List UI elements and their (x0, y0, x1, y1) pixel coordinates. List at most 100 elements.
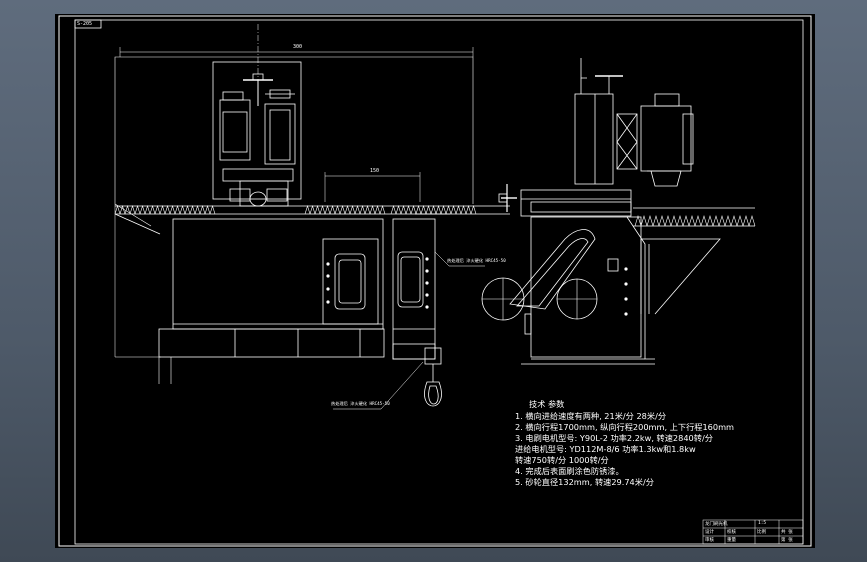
rack-tooth (114, 204, 121, 215)
title-block-cell-2: 校核 (727, 530, 736, 535)
rack-tooth (420, 204, 427, 215)
rack-tooth (174, 204, 181, 215)
callout-lower-tag: 热处理后 淬火硬化 HRC45-50 (331, 401, 390, 406)
technical-line-4: 进给电机型号: YD112M-8/6 功率1.3kw和1.8kw (515, 444, 696, 454)
side-view (481, 58, 755, 365)
rack-tooth (658, 214, 666, 227)
rack-tooth (189, 204, 196, 215)
rack-tooth (194, 204, 201, 215)
rack-tooth (314, 204, 321, 215)
rack-tooth (124, 204, 131, 215)
rack-tooth (199, 204, 206, 215)
rack-tooth (724, 214, 732, 227)
title-block-scale: 1:5 (758, 521, 767, 526)
sheet-outer-border (58, 15, 812, 547)
rack-tooth (640, 214, 648, 227)
technical-line-2: 2. 横向行程1700mm, 纵向行程200mm, 上下行程160mm (515, 422, 735, 432)
technical-line-3: 3. 电刷电机型号: Y90L-2 功率2.2kw, 转速2840转/分 (515, 433, 713, 443)
rack-tooth (440, 204, 447, 215)
rack-tooth (706, 214, 714, 227)
dimension-span: 150 (370, 168, 380, 174)
rack-tooth (354, 204, 361, 215)
rack-tooth (390, 204, 397, 215)
rack-tooth (164, 204, 171, 215)
rack-tooth (339, 204, 346, 215)
rack-tooth (134, 204, 141, 215)
rack-tooth (652, 214, 660, 227)
rack-tooth (154, 204, 161, 215)
rack-tooth (369, 204, 376, 215)
rack-tooth (395, 204, 402, 215)
title-block-name: 龙门刷光机 (705, 522, 728, 527)
rack-tooth (682, 214, 690, 227)
rack-tooth (309, 204, 316, 215)
rack-tooth (304, 204, 311, 215)
rack-tooth (184, 204, 191, 215)
rack-tooth (149, 204, 156, 215)
title-block-cell-5: 重量 (727, 538, 736, 543)
cad-drawing (58, 15, 812, 547)
rack-tooth (324, 204, 331, 215)
sheet-code-box (74, 19, 102, 29)
title-block-cell-3: 审核 (705, 538, 714, 543)
rack-tooth (712, 214, 720, 227)
rack-tooth (179, 204, 186, 215)
rack-tooth (159, 204, 166, 215)
title-block-lines (702, 519, 804, 545)
rack-tooth (204, 204, 211, 215)
rack-tooth (405, 204, 412, 215)
rack-tooth (129, 204, 136, 215)
title-block-cell-4: 比例 (757, 530, 766, 535)
sheet-code: S-205 (77, 21, 93, 27)
rack-tooth (736, 214, 744, 227)
rack-tooth (646, 214, 654, 227)
technical-line-5: 转速750转/分 1000转/分 (515, 455, 609, 465)
technical-heading: 技术 参数 (529, 399, 565, 409)
rack-tooth (748, 214, 756, 227)
rack-tooth (415, 204, 422, 215)
rack-tooth (400, 204, 407, 215)
rack-tooth (119, 204, 126, 215)
rack-tooth (359, 204, 366, 215)
rack-tooth (329, 204, 336, 215)
rack-tooth (465, 204, 472, 215)
rack-tooth (379, 204, 386, 215)
rack-tooth (718, 214, 726, 227)
sheet-inner-border (74, 19, 804, 545)
rack-tooth (700, 214, 708, 227)
rack-tooth (688, 214, 696, 227)
rack-tooth (455, 204, 462, 215)
title-block-cell-6: 共 张 (781, 530, 793, 535)
rack-tooth (139, 204, 146, 215)
rack-tooth (445, 204, 452, 215)
rack-tooth (676, 214, 684, 227)
rack-tooth (730, 214, 738, 227)
rack-tooth (364, 204, 371, 215)
rack-tooth (209, 204, 216, 215)
rack-tooth (694, 214, 702, 227)
rack-tooth (319, 204, 326, 215)
technical-line-7: 5. 砂轮直径132mm, 转速29.74米/分 (515, 477, 654, 487)
rack-tooth (344, 204, 351, 215)
rack-tooth (144, 204, 151, 215)
rack-tooth (169, 204, 176, 215)
title-block-cell-1: 设计 (705, 530, 714, 535)
rack-tooth (349, 204, 356, 215)
title-block-cell-7: 第 张 (781, 538, 793, 543)
rack-tooth (450, 204, 457, 215)
rack-tooth (470, 204, 477, 215)
dimension-overall-width: 300 (293, 44, 303, 50)
rack-tooth (664, 214, 672, 227)
front-view (114, 24, 510, 410)
technical-line-6: 4. 完成后表面刷涂色防锈漆。 (515, 466, 624, 476)
rack-tooth (742, 214, 750, 227)
rack-tooth (334, 204, 341, 215)
callout-right-tag: 热处理后 淬火硬化 HRC45-50 (447, 258, 506, 263)
rack-tooth (634, 214, 642, 227)
rack-tooth (374, 204, 381, 215)
rack-tooth (460, 204, 467, 215)
rack-tooth (430, 204, 437, 215)
rack-tooth (410, 204, 417, 215)
drawing-viewport[interactable]: S-205 300 150 热处理后 淬火硬化 HRC45-50 热处理后 淬火… (55, 14, 815, 548)
rack-tooth (425, 204, 432, 215)
